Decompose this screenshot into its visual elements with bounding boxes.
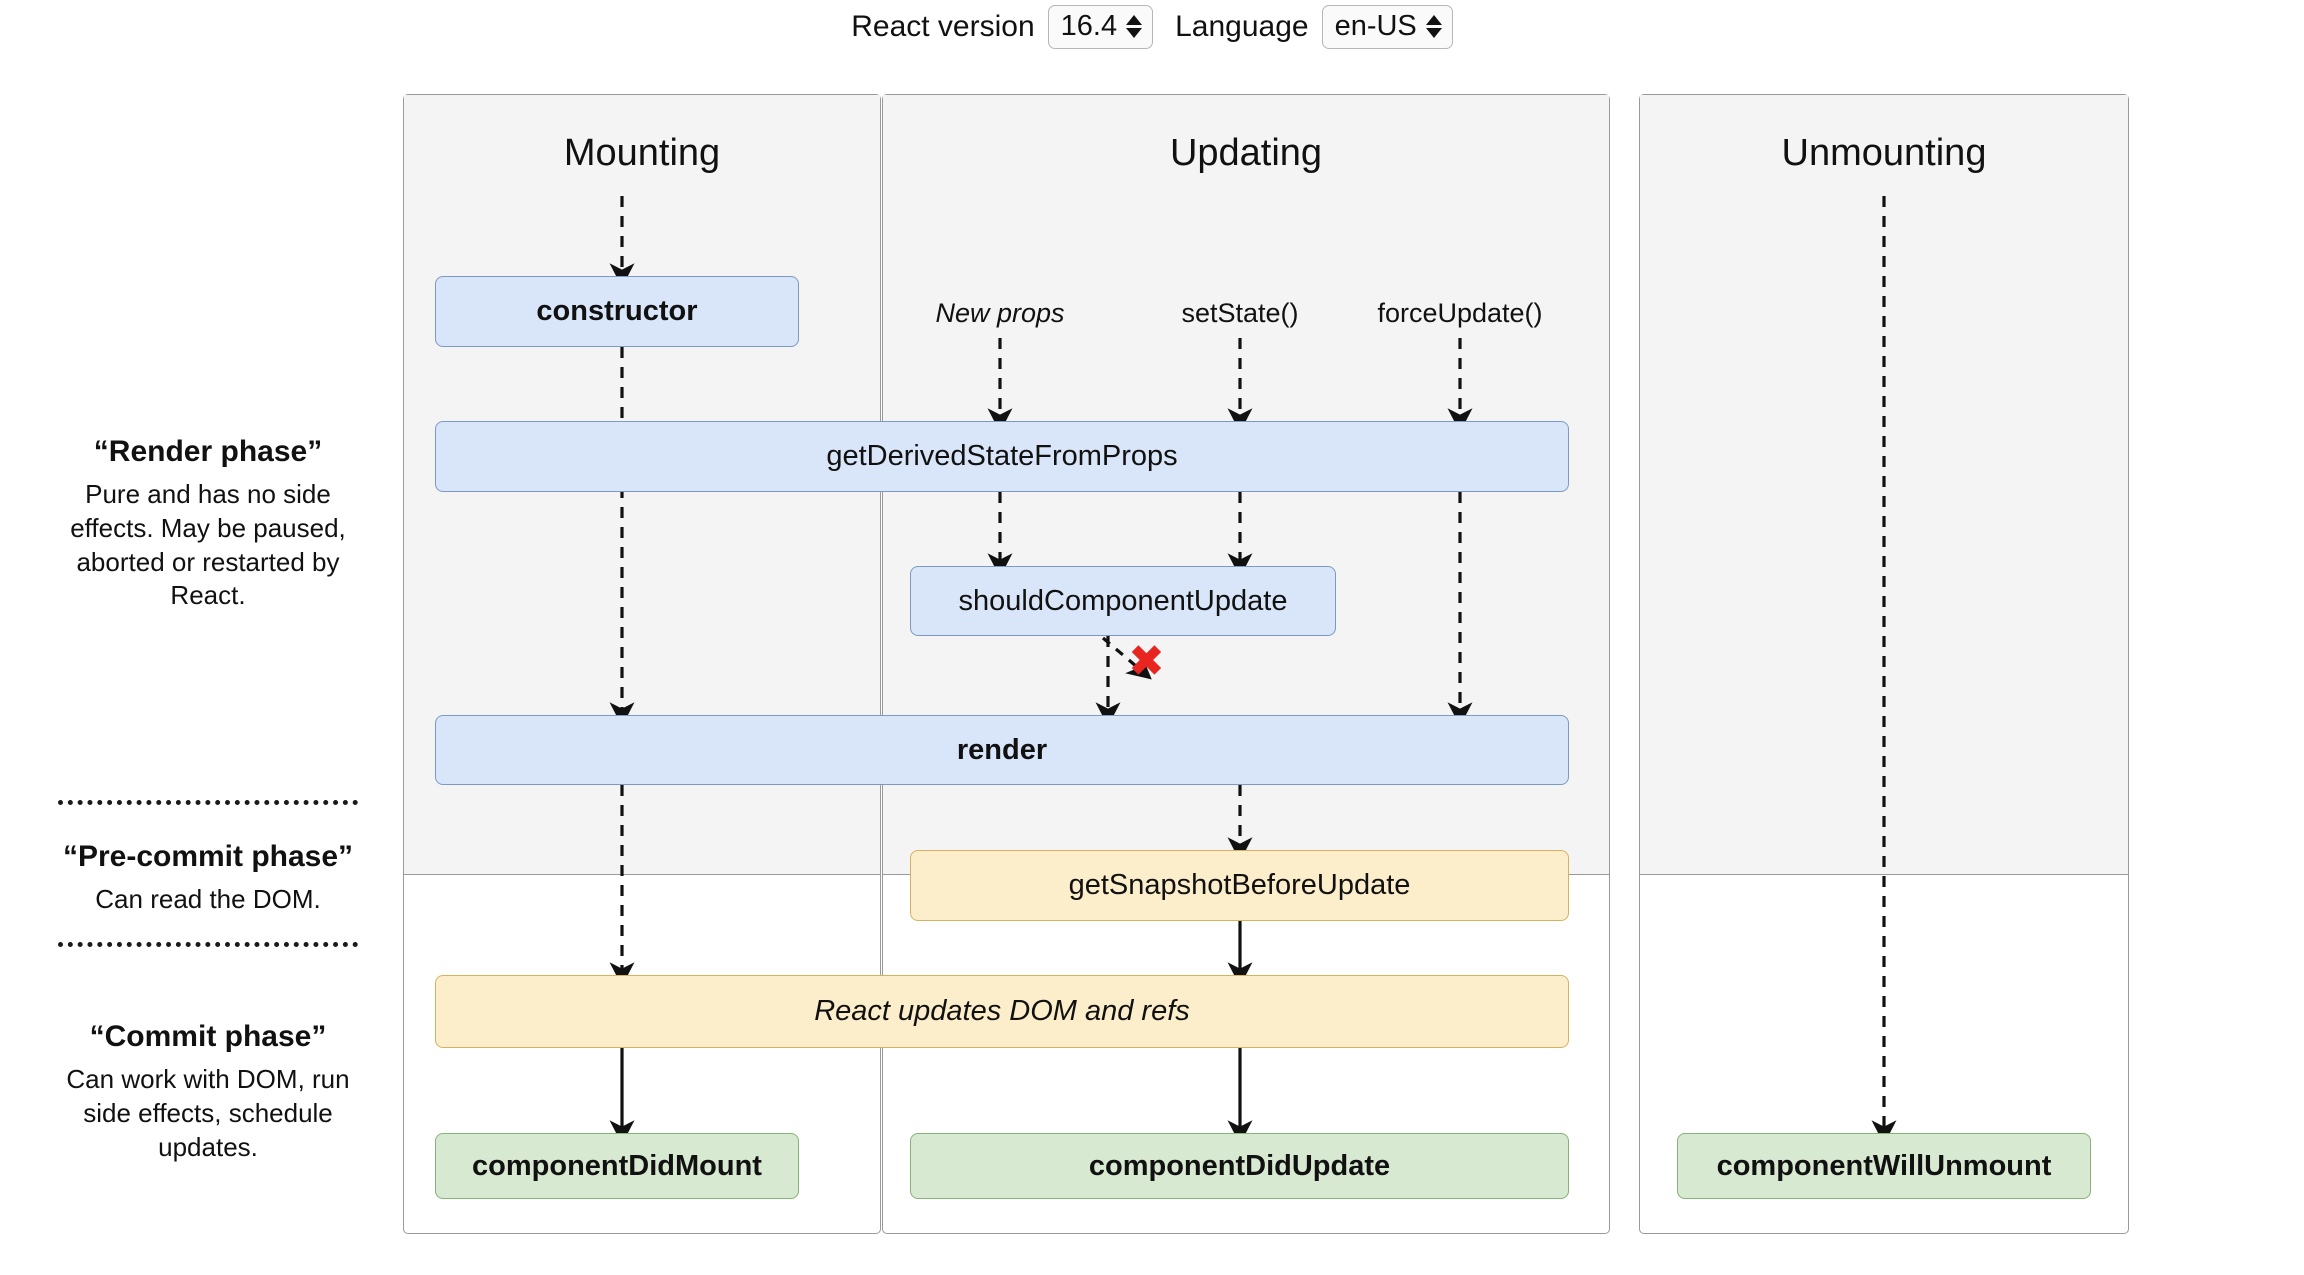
trigger-label-force-update: forceUpdate(): [1377, 298, 1543, 328]
node-should-component-update[interactable]: shouldComponentUpdate: [910, 566, 1336, 636]
trigger-label-new-props: New props: [935, 298, 1065, 328]
node-render[interactable]: render: [435, 715, 1569, 785]
react-version-group: React version 16.4: [851, 4, 1154, 50]
phase-divider-bottom: [58, 942, 358, 947]
column-title-updating: Updating: [1169, 132, 1323, 174]
column-panel-mounting-divider: [404, 874, 880, 875]
phase-legend-pre-commit-body: Can read the DOM.: [95, 884, 321, 914]
node-component-did-update[interactable]: componentDidUpdate: [910, 1133, 1569, 1199]
language-select[interactable]: en-US: [1321, 4, 1453, 50]
node-component-did-mount[interactable]: componentDidMount: [435, 1133, 799, 1199]
stepper-arrows-icon[interactable]: [1126, 15, 1143, 38]
language-group: Language en-US: [1175, 4, 1453, 50]
language-label: Language: [1175, 10, 1309, 43]
stepper-arrows-icon[interactable]: [1425, 15, 1442, 38]
phase-divider-top: [58, 800, 358, 805]
column-title-mounting: Mounting: [563, 132, 721, 174]
language-value: en-US: [1334, 9, 1417, 42]
node-constructor[interactable]: constructor: [435, 276, 799, 347]
phase-legend-pre-commit-title: “Pre-commit phase”: [62, 840, 354, 873]
react-version-label: React version: [851, 10, 1035, 43]
trigger-label-set-state: setState(): [1181, 298, 1299, 328]
phase-legend-render: “Render phase” Pure and has no side effe…: [48, 435, 368, 613]
node-component-will-unmount[interactable]: componentWillUnmount: [1677, 1133, 2091, 1199]
skip-update-x-icon: ✖: [1128, 636, 1165, 687]
phase-legend-render-title: “Render phase”: [93, 435, 323, 468]
react-version-select[interactable]: 16.4: [1047, 4, 1154, 50]
column-title-unmounting: Unmounting: [1781, 132, 1987, 174]
phase-legend-commit-body: Can work with DOM, run side effects, sch…: [66, 1064, 350, 1162]
phase-legend-commit: “Commit phase” Can work with DOM, run si…: [48, 1020, 368, 1164]
react-version-value: 16.4: [1060, 9, 1118, 42]
column-panel-unmounting-divider: [1640, 874, 2128, 875]
node-get-derived-state-from-props[interactable]: getDerivedStateFromProps: [435, 421, 1569, 492]
phase-legend-commit-title: “Commit phase”: [89, 1020, 327, 1053]
phase-legend-render-body: Pure and has no side effects. May be pau…: [70, 479, 346, 611]
toolbar: React version 16.4 Language en-US: [0, 0, 2304, 54]
phase-legend-pre-commit: “Pre-commit phase” Can read the DOM.: [48, 840, 368, 917]
node-react-updates-dom-and-refs[interactable]: React updates DOM and refs: [435, 975, 1569, 1048]
column-panel-unmounting-render-zone: [1640, 95, 2128, 874]
node-get-snapshot-before-update[interactable]: getSnapshotBeforeUpdate: [910, 850, 1569, 921]
